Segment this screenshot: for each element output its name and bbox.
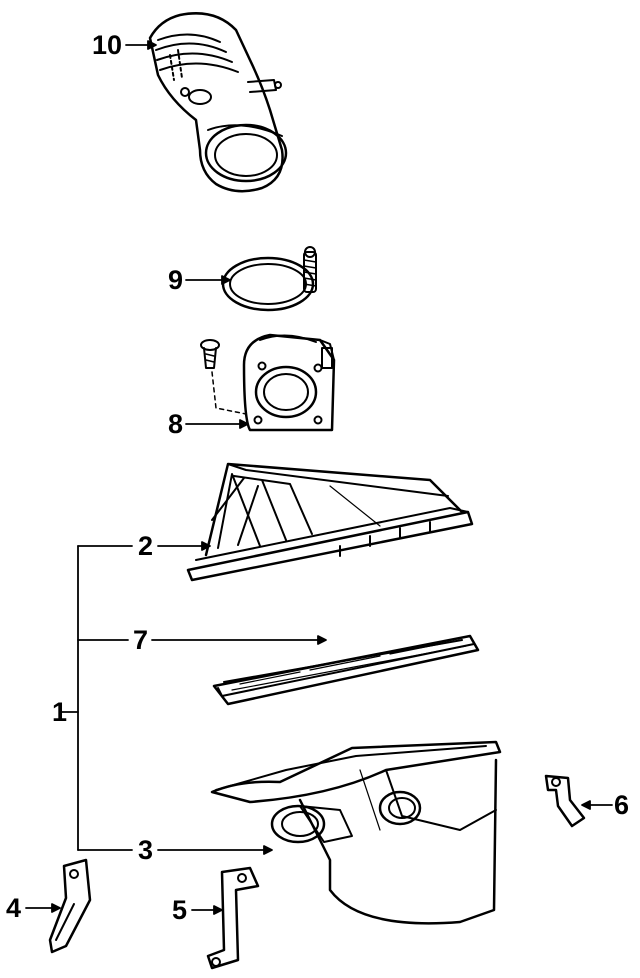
bracket-6 xyxy=(544,774,586,828)
callout-2: 2 xyxy=(138,531,154,561)
air-intake-duct xyxy=(148,12,288,193)
callout-3: 3 xyxy=(138,835,154,865)
callout-8: 8 xyxy=(168,409,184,439)
leader-lines xyxy=(25,40,613,915)
air-cleaner-cover xyxy=(186,462,474,582)
air-flow-sensor xyxy=(200,333,336,432)
callout-7: 7 xyxy=(133,625,149,655)
air-cleaner-housing xyxy=(210,740,502,925)
bracket-4 xyxy=(48,858,92,954)
callout-10: 10 xyxy=(92,30,123,60)
bracket-5 xyxy=(206,866,260,970)
callout-4: 4 xyxy=(6,893,22,923)
callout-9: 9 xyxy=(168,265,184,295)
callout-5: 5 xyxy=(172,895,188,925)
callout-6: 6 xyxy=(614,790,630,820)
hose-clamp xyxy=(221,246,317,312)
air-filter-element xyxy=(212,634,480,706)
callout-1: 1 xyxy=(52,697,68,727)
